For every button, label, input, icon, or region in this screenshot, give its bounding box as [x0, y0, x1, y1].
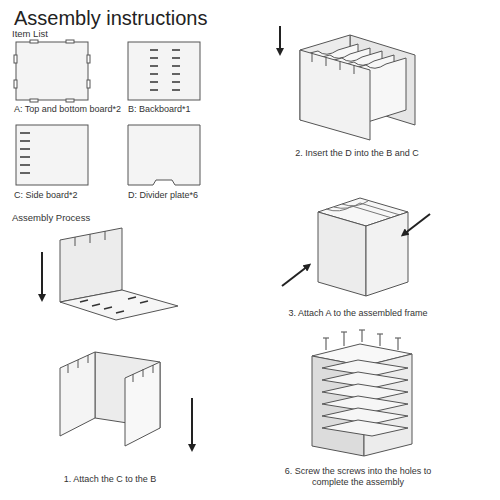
- step-caption: 6. Screw the screws into the holes to co…: [283, 466, 433, 488]
- backboard: [128, 42, 200, 100]
- step3-cube: [282, 198, 430, 296]
- section-heading: Assembly Process: [12, 212, 162, 223]
- side-board: [16, 125, 88, 185]
- step-caption: 3. Attach A to the assembled frame: [258, 308, 458, 319]
- step-caption: 2. Insert the D into the B and C: [262, 148, 452, 159]
- part-label: B: Backboard*1: [128, 104, 238, 115]
- top-bottom-board: [16, 42, 88, 100]
- part-label: D: Divider plate*6: [128, 190, 238, 201]
- step-caption: 1. Attach the C to the B: [20, 474, 200, 485]
- section-heading: Item List: [12, 28, 132, 39]
- part-label: A: Top and bottom board*2: [14, 104, 126, 115]
- part-label: C: Side board*2: [14, 190, 126, 201]
- step6-finished-unit: [312, 330, 412, 456]
- step2-dividers: [280, 26, 415, 140]
- divider-plate: [128, 125, 200, 185]
- page-title: Assembly instructions: [14, 6, 207, 30]
- step1-side-boards: [60, 352, 192, 448]
- step1-back-and-bottom: [42, 228, 178, 320]
